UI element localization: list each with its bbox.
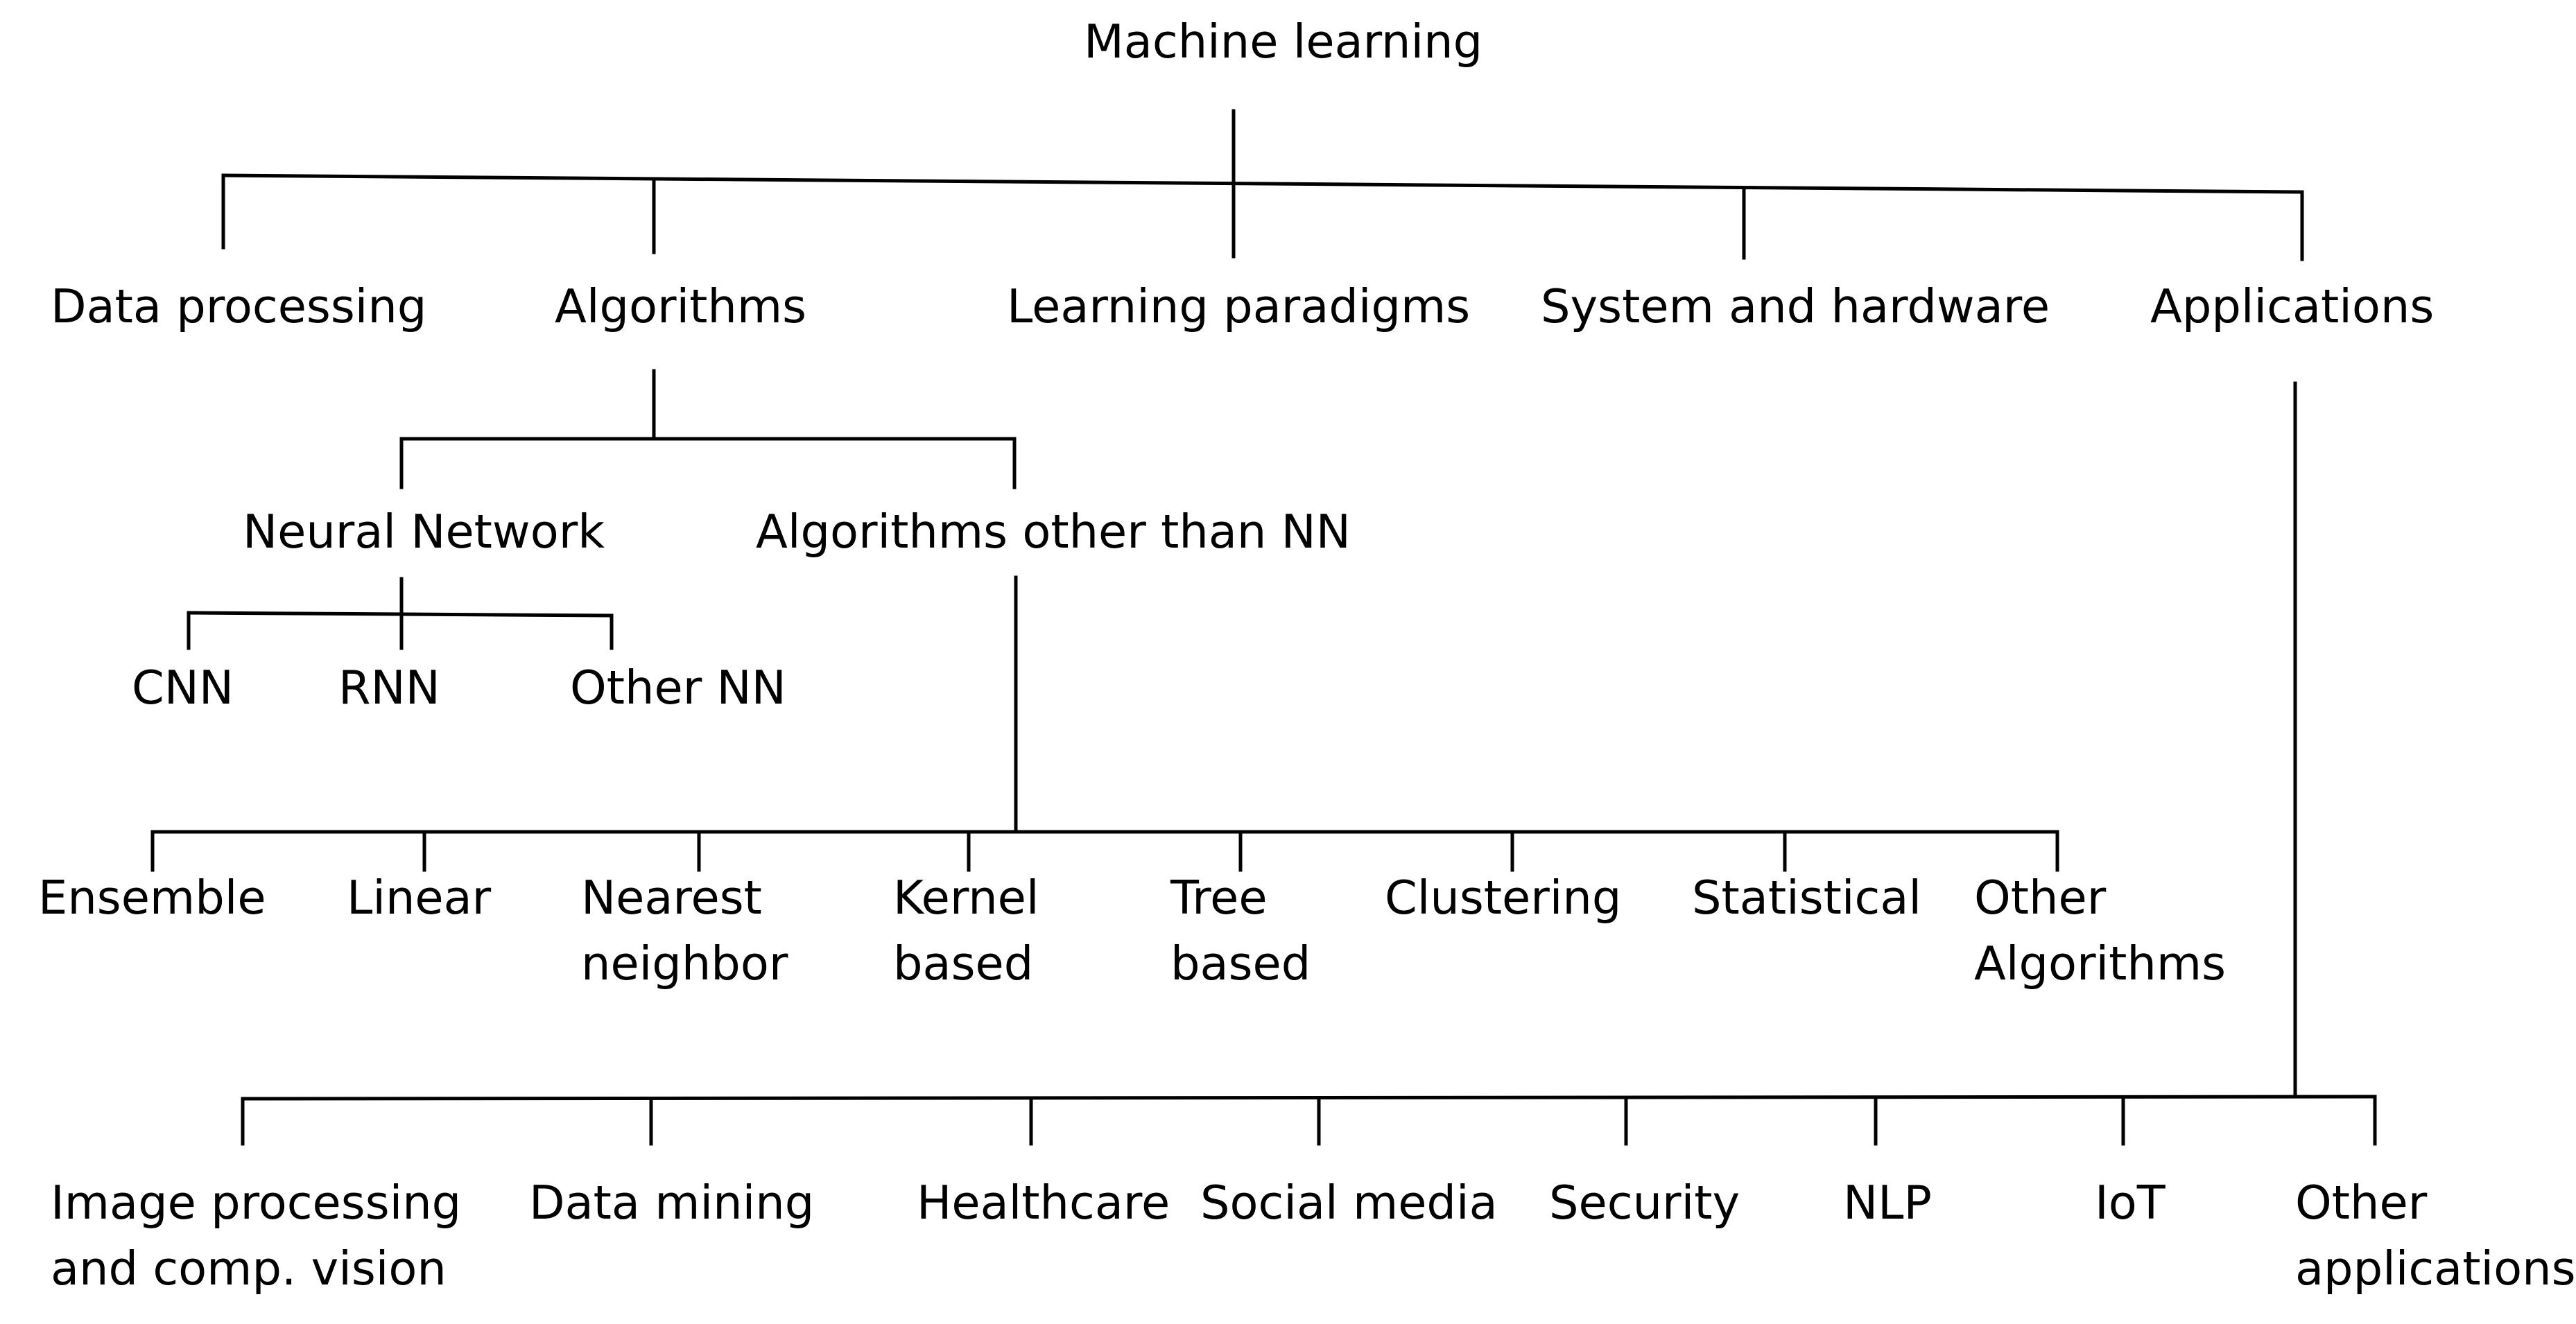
node-other-applications: Other applications <box>2295 1170 2576 1302</box>
node-algorithms: Algorithms <box>555 279 807 333</box>
node-other-applications-line-2: applications <box>2295 1242 2576 1296</box>
connector-nn-bar <box>187 611 614 618</box>
node-nearest-neighbor: Nearest neighbor <box>581 865 788 997</box>
node-cnn: CNN <box>132 661 234 715</box>
node-linear: Linear <box>347 871 492 925</box>
node-other-algorithms-line-2: Algorithms <box>1974 937 2227 991</box>
node-learning-paradigms: Learning paradigms <box>1007 279 1471 333</box>
connector-app-types-bar <box>241 1095 2377 1101</box>
node-image-processing: Image processing and comp. vision <box>51 1170 461 1302</box>
node-social-media: Social media <box>1200 1176 1498 1230</box>
node-kernel-based-line-2: based <box>893 937 1034 991</box>
node-data-mining: Data mining <box>529 1176 815 1230</box>
node-security: Security <box>1549 1176 1740 1230</box>
node-image-processing-line-1: Image processing <box>51 1176 462 1230</box>
node-other-algorithms-line-1: Other <box>1974 871 2107 925</box>
connector-root-bar <box>221 173 2304 194</box>
node-applications: Applications <box>2150 279 2435 333</box>
node-nearest-neighbor-line-2: neighbor <box>581 937 788 991</box>
node-rnn: RNN <box>338 661 440 715</box>
node-kernel-based: Kernel based <box>893 865 1039 997</box>
node-tree-based: Tree based <box>1170 865 1311 997</box>
node-image-processing-line-2: and comp. vision <box>51 1242 447 1296</box>
node-kernel-based-line-1: Kernel <box>893 871 1039 925</box>
node-data-processing: Data processing <box>51 279 427 333</box>
node-algorithms-other-than-nn: Algorithms other than NN <box>756 505 1351 559</box>
node-other-nn: Other NN <box>570 661 786 715</box>
node-healthcare: Healthcare <box>917 1176 1170 1230</box>
node-nlp: NLP <box>1843 1176 1932 1230</box>
node-tree-based-line-2: based <box>1170 937 1311 991</box>
node-statistical: Statistical <box>1692 871 1922 925</box>
node-system-and-hardware: System and hardware <box>1541 279 2050 333</box>
node-other-applications-line-1: Other <box>2295 1176 2428 1230</box>
node-nearest-neighbor-line-1: Nearest <box>581 871 762 925</box>
node-tree-based-line-1: Tree <box>1170 871 1268 925</box>
node-neural-network: Neural Network <box>243 505 605 559</box>
node-iot: IoT <box>2095 1176 2166 1230</box>
node-clustering: Clustering <box>1385 871 1622 925</box>
node-ensemble: Ensemble <box>38 871 266 925</box>
node-other-algorithms: Other Algorithms <box>1974 865 2226 997</box>
node-machine-learning: Machine learning <box>1084 15 1483 69</box>
